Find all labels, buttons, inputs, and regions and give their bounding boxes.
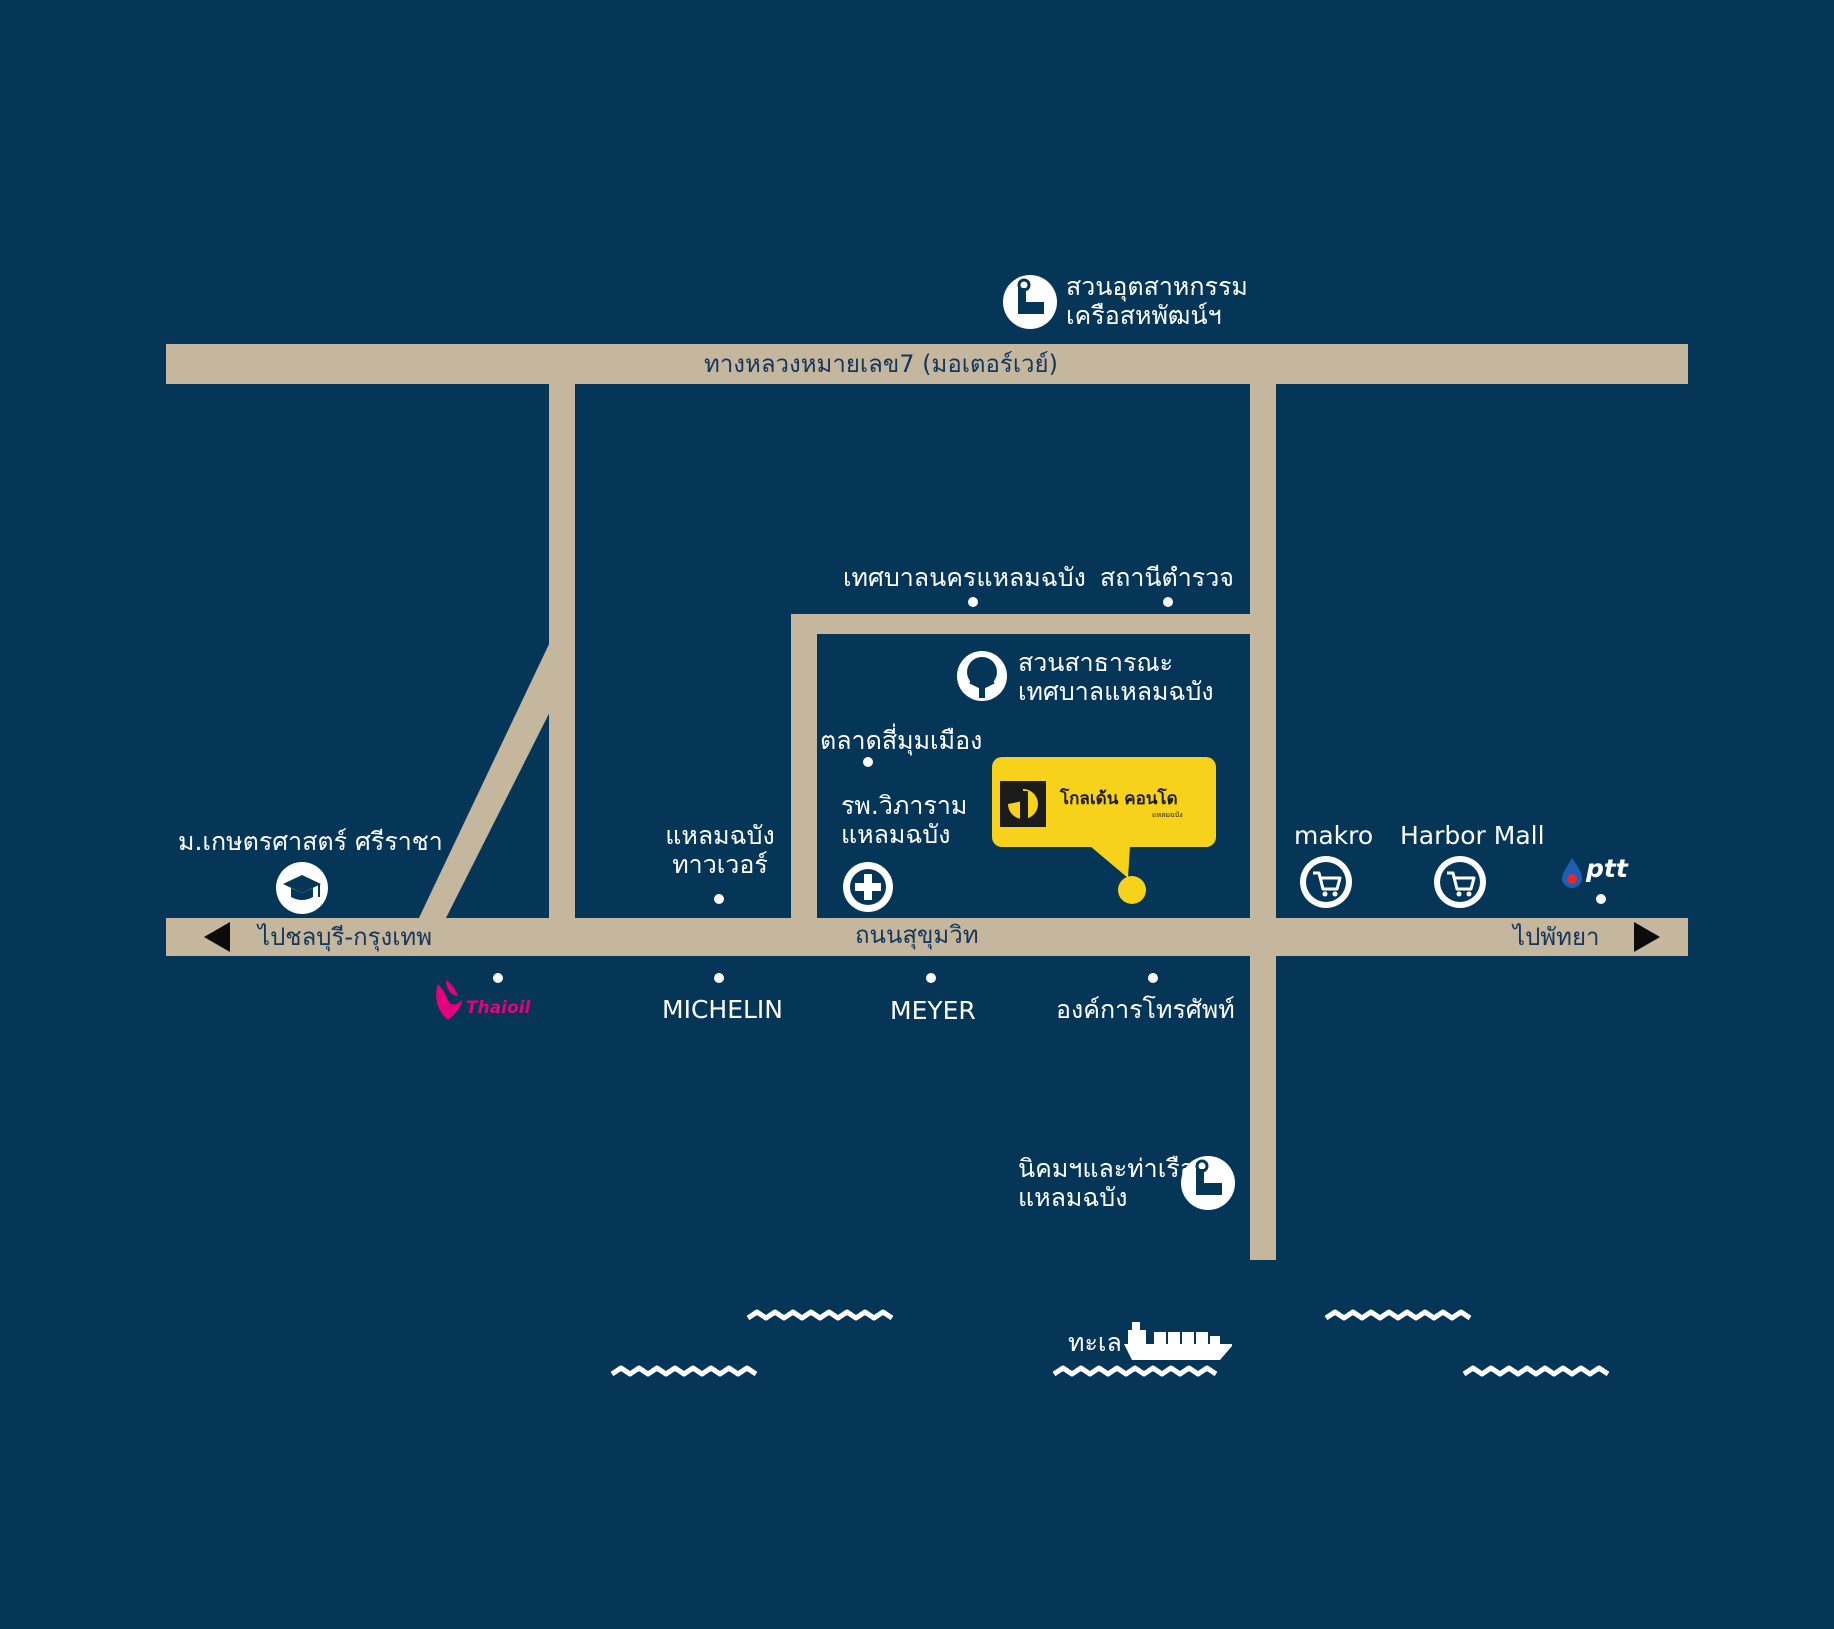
- meyer-label: MEYER: [890, 996, 976, 1025]
- diagonal-road: [418, 642, 575, 920]
- wave-icon: [1052, 1365, 1218, 1377]
- road-network: [166, 344, 1688, 1260]
- michelin-label: MICHELIN: [662, 995, 783, 1024]
- to-chonburi-label: ไปชลบุรี-กรุงเทพ: [258, 923, 433, 951]
- location-dot: [714, 894, 724, 904]
- to-pattaya-label: ไปพัทยา: [1513, 923, 1600, 951]
- hospital-cross-icon: [843, 862, 893, 912]
- thaioil-label: Thaioil: [466, 998, 531, 1018]
- laem-chabang-tower-label: แหลมฉบัง ทาวเวอร์: [665, 821, 775, 879]
- location-dot: [968, 597, 978, 607]
- wave-icon: [610, 1365, 758, 1377]
- makro-label: makro: [1294, 821, 1374, 850]
- municipality-label: เทศบาลนครแหลมฉบัง: [843, 563, 1086, 592]
- sea-waves: [610, 1309, 1610, 1377]
- sea-label: ทะเล: [1068, 1328, 1122, 1357]
- ptt-label: ptt: [1586, 854, 1628, 883]
- project-subtitle: แหลมฉบัง: [1152, 811, 1183, 819]
- location-dot: [1596, 894, 1606, 904]
- park-tree-icon: [957, 651, 1007, 701]
- wave-icon: [1462, 1365, 1610, 1377]
- inner-road-horizontal: [791, 614, 1253, 634]
- location-dot: [863, 757, 873, 767]
- factory-icon: [1003, 275, 1057, 329]
- project-logo-icon: [1000, 781, 1046, 827]
- port-estate-label: นิคมฯและท่าเรือ แหลมฉบัง: [1018, 1154, 1195, 1212]
- location-dot: [714, 973, 724, 983]
- thaioil-logo-icon: [436, 980, 462, 1020]
- location-dots: [493, 597, 1606, 983]
- project-badge: โกลเด้น คอนโด แหลมฉบัง: [992, 757, 1216, 847]
- shopping-cart-icon: [1300, 856, 1352, 908]
- police-station-label: สถานีตำรวจ: [1100, 563, 1234, 592]
- sukhumvit-road: [166, 918, 1688, 956]
- wave-icon: [746, 1309, 894, 1321]
- project-name: โกลเด้น คอนโด: [1060, 789, 1178, 809]
- arrow-left-icon: [204, 922, 230, 952]
- harbor-mall-label: Harbor Mall: [1400, 821, 1545, 850]
- ship-icon: [1124, 1322, 1232, 1360]
- location-dot: [1163, 597, 1173, 607]
- tot-label: องค์การโทรศัพท์: [1056, 995, 1235, 1024]
- hospital-label: รพ.วิภาราม แหลมฉบัง: [841, 791, 968, 849]
- ptt-logo-icon: [1562, 858, 1582, 888]
- university-label: ม.เกษตรศาสตร์ ศรีราชา: [178, 827, 443, 856]
- motorway-road: [166, 344, 1688, 384]
- factory-icon: [1181, 1156, 1235, 1210]
- side-road-2: [1250, 380, 1276, 1260]
- motorway-label: ทางหลวงหมายเลข7 (มอเตอร์เวย์): [704, 350, 1058, 378]
- project-location-pin: [1118, 876, 1146, 904]
- badge-pointer: [1090, 846, 1130, 878]
- inner-road-vertical: [791, 614, 817, 920]
- arrow-right-icon: [1634, 922, 1660, 952]
- shopping-cart-icon: [1434, 856, 1486, 908]
- sukhumvit-label: ถนนสุขุมวิท: [855, 921, 979, 949]
- location-dot: [926, 973, 936, 983]
- graduation-cap-icon: [276, 862, 328, 914]
- market-label: ตลาดสี่มุมเมือง: [820, 726, 983, 755]
- public-park-label: สวนสาธารณะ เทศบาลแหลมฉบัง: [1018, 648, 1214, 706]
- location-dot: [1148, 973, 1158, 983]
- location-dot: [493, 973, 503, 983]
- industrial-estate-label: สวนอุตสาหกรรม เครือสหพัฒน์ฯ: [1066, 272, 1248, 330]
- wave-icon: [1324, 1309, 1472, 1321]
